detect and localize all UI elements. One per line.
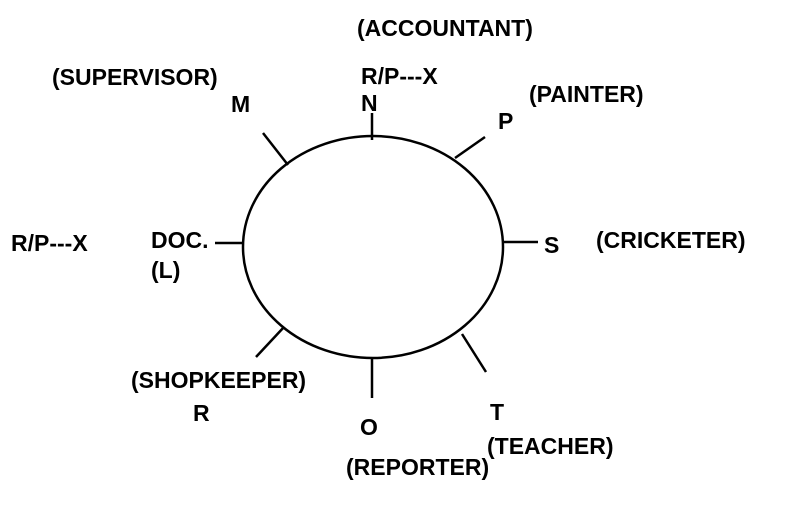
seat-line-r <box>255 326 285 358</box>
table-circle <box>241 134 505 360</box>
seat-line-p <box>454 135 486 160</box>
profession-o: (REPORTER) <box>346 454 489 480</box>
seat-line-t <box>460 333 488 373</box>
person-l: (L) <box>151 257 180 283</box>
person-s: S <box>544 232 559 258</box>
profession-n: (ACCOUNTANT) <box>357 15 533 41</box>
seat-line-m <box>262 132 289 166</box>
person-o: O <box>360 414 378 440</box>
title-l: DOC. <box>151 227 209 253</box>
person-m: M <box>231 91 250 117</box>
note-l: R/P---X <box>11 230 88 256</box>
profession-p: (PAINTER) <box>529 81 644 107</box>
profession-t: (TEACHER) <box>487 433 614 459</box>
person-r: R <box>193 400 210 426</box>
person-p: P <box>498 108 513 134</box>
profession-s: (CRICKETER) <box>596 227 746 253</box>
profession-m: (SUPERVISOR) <box>52 64 218 90</box>
person-n: N <box>361 90 378 116</box>
profession-r: (SHOPKEEPER) <box>131 367 306 393</box>
note-n: R/P---X <box>361 63 438 89</box>
person-t: T <box>490 399 504 425</box>
